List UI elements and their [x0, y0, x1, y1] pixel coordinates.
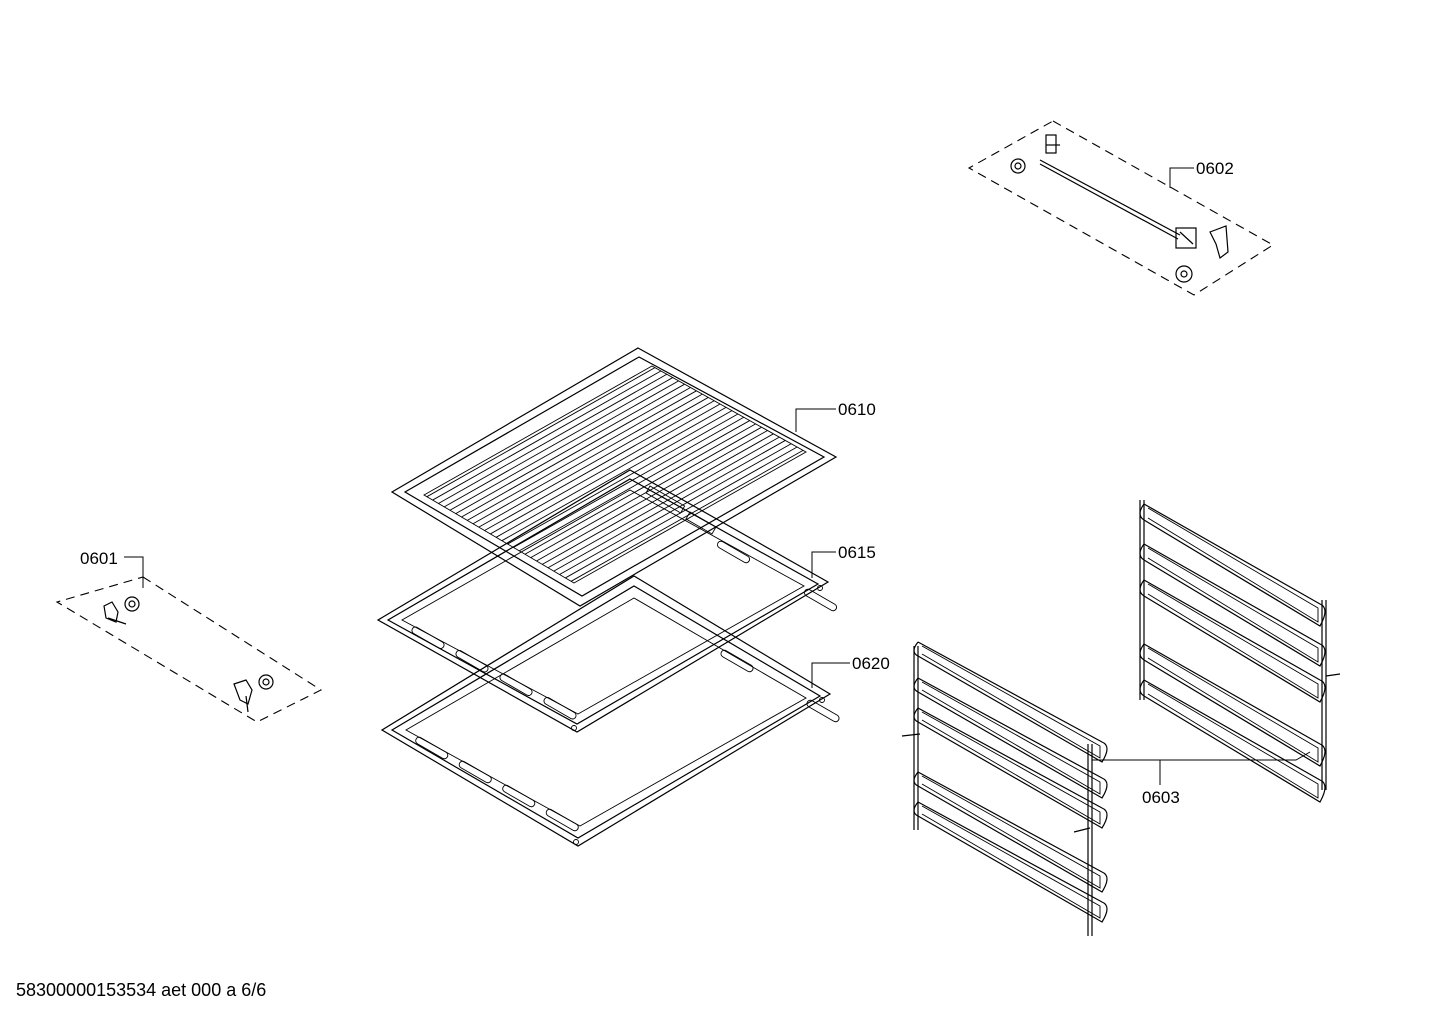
grid-rod — [484, 400, 715, 531]
tray-slot — [806, 699, 840, 723]
callout-0610: 0610 — [838, 400, 876, 419]
rail-left — [901, 641, 1108, 936]
grid-rod — [542, 433, 774, 565]
grid-rod — [513, 416, 745, 548]
part-0615-baking-tray: 0615 — [376, 469, 876, 733]
tray-slot — [411, 626, 445, 649]
tray-slot — [545, 808, 579, 832]
rail-runner — [1139, 503, 1326, 627]
tray-slot — [458, 760, 492, 784]
grid-rod — [478, 397, 709, 528]
grid-rod — [490, 403, 721, 535]
callout-0603: 0603 — [1142, 788, 1180, 807]
callout-0615: 0615 — [838, 543, 876, 562]
rail-runner — [1139, 579, 1326, 703]
grid-rod — [518, 420, 750, 552]
rail-runner — [1139, 679, 1326, 803]
grid-rod — [495, 406, 727, 538]
tray-slot — [415, 736, 449, 760]
grid-rod — [472, 393, 703, 525]
tray-0615-slots — [411, 540, 838, 720]
grid-rod — [570, 449, 804, 582]
callout-0602: 0602 — [1196, 159, 1234, 178]
part-0603-side-rails: 0603 — [901, 500, 1341, 936]
grid-rod — [507, 413, 739, 545]
rail-runner — [1139, 643, 1326, 767]
part-0601-kit: 0601 — [55, 549, 323, 723]
rail-runner — [913, 641, 1108, 763]
grid-rod — [461, 387, 691, 518]
tray-slot — [543, 697, 577, 720]
part-0602-kit: 0602 — [967, 120, 1275, 296]
grid-rod — [449, 380, 679, 511]
grid-rod — [467, 390, 697, 521]
rail-runner — [913, 771, 1108, 893]
grid-rod — [524, 423, 756, 555]
grid-rod — [547, 436, 780, 569]
grid-rod — [501, 410, 733, 542]
tray-slot — [720, 649, 754, 673]
drawing-footer-id: 58300000153534 aet 000 a 6/6 — [16, 980, 267, 1000]
grid-rod — [443, 377, 673, 508]
callout-0620: 0620 — [852, 654, 890, 673]
tray-slot — [502, 784, 536, 808]
tray-slot — [499, 673, 533, 696]
grid-rod — [438, 373, 668, 504]
grid-rod — [455, 383, 685, 515]
rail-runner — [913, 801, 1108, 923]
callout-0601: 0601 — [80, 549, 118, 568]
tray-0620-slots — [415, 649, 840, 832]
grid-rod — [553, 440, 786, 572]
grid-rod — [432, 370, 662, 501]
grid-rod — [559, 443, 792, 575]
rail-runner — [1139, 543, 1326, 667]
tray-slot — [803, 588, 838, 612]
rail-right — [1139, 500, 1341, 803]
part-0610-wire-shelf: 0610 — [390, 347, 876, 607]
part-0620-deep-tray: 0620 — [380, 575, 890, 847]
grid-rod — [536, 430, 768, 562]
rail-runner — [913, 707, 1108, 829]
tray-slot — [716, 540, 751, 564]
rail-runner — [913, 677, 1108, 799]
grid-rod — [426, 367, 656, 498]
grid-rods — [426, 367, 804, 582]
tray-slot — [455, 650, 489, 673]
